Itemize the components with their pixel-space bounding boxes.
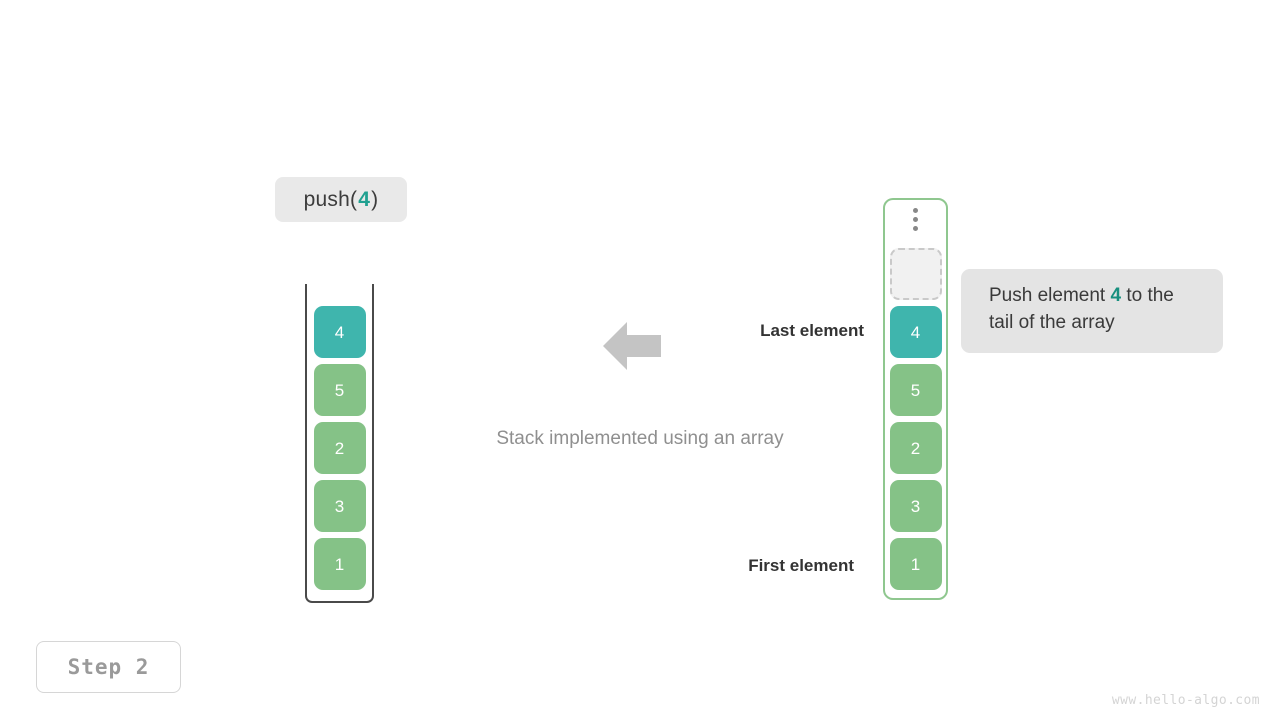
stack-element: 4 — [313, 306, 366, 358]
vertical-ellipsis-icon — [885, 208, 946, 231]
stack-container-outline — [305, 284, 374, 603]
tooltip-text-after: to the tail of the array — [989, 285, 1174, 333]
stack-element: 2 — [313, 422, 366, 474]
stack-visualization: 4 5 2 3 1 — [305, 284, 374, 603]
array-empty-slot — [889, 248, 942, 300]
explanation-tooltip: Push element 4 to the tail of the array — [961, 269, 1223, 353]
operation-open-paren: ( — [350, 187, 358, 211]
stack-element: 5 — [313, 364, 366, 416]
array-element: 3 — [889, 480, 942, 532]
array-element: 4 — [889, 306, 942, 358]
stack-caption: Stack implemented using an array — [496, 428, 784, 449]
operation-close-paren: ) — [371, 187, 379, 211]
tooltip-highlight-value: 4 — [1110, 285, 1122, 306]
arrow-left-icon — [603, 318, 661, 374]
watermark: www.hello-algo.com — [1111, 693, 1260, 708]
array-element: 2 — [889, 422, 942, 474]
dot — [913, 226, 918, 231]
array-element: 5 — [889, 364, 942, 416]
stack-element: 1 — [313, 538, 366, 590]
operation-badge: push(4) — [275, 177, 407, 222]
array-visualization: 4 5 2 3 1 — [883, 198, 948, 600]
dot — [913, 217, 918, 222]
array-element: 1 — [889, 538, 942, 590]
label-first-element: First element — [748, 556, 854, 575]
array-element-list: 4 5 2 3 1 — [885, 248, 946, 590]
stack-element-list: 4 5 2 3 1 — [305, 284, 374, 590]
stack-element: 3 — [313, 480, 366, 532]
tooltip-text-before: Push element — [989, 285, 1111, 306]
dot — [913, 208, 918, 213]
operation-name: push — [303, 187, 351, 211]
step-badge: Step 2 — [36, 641, 181, 693]
label-last-element: Last element — [760, 321, 864, 340]
operation-argument: 4 — [358, 187, 371, 211]
